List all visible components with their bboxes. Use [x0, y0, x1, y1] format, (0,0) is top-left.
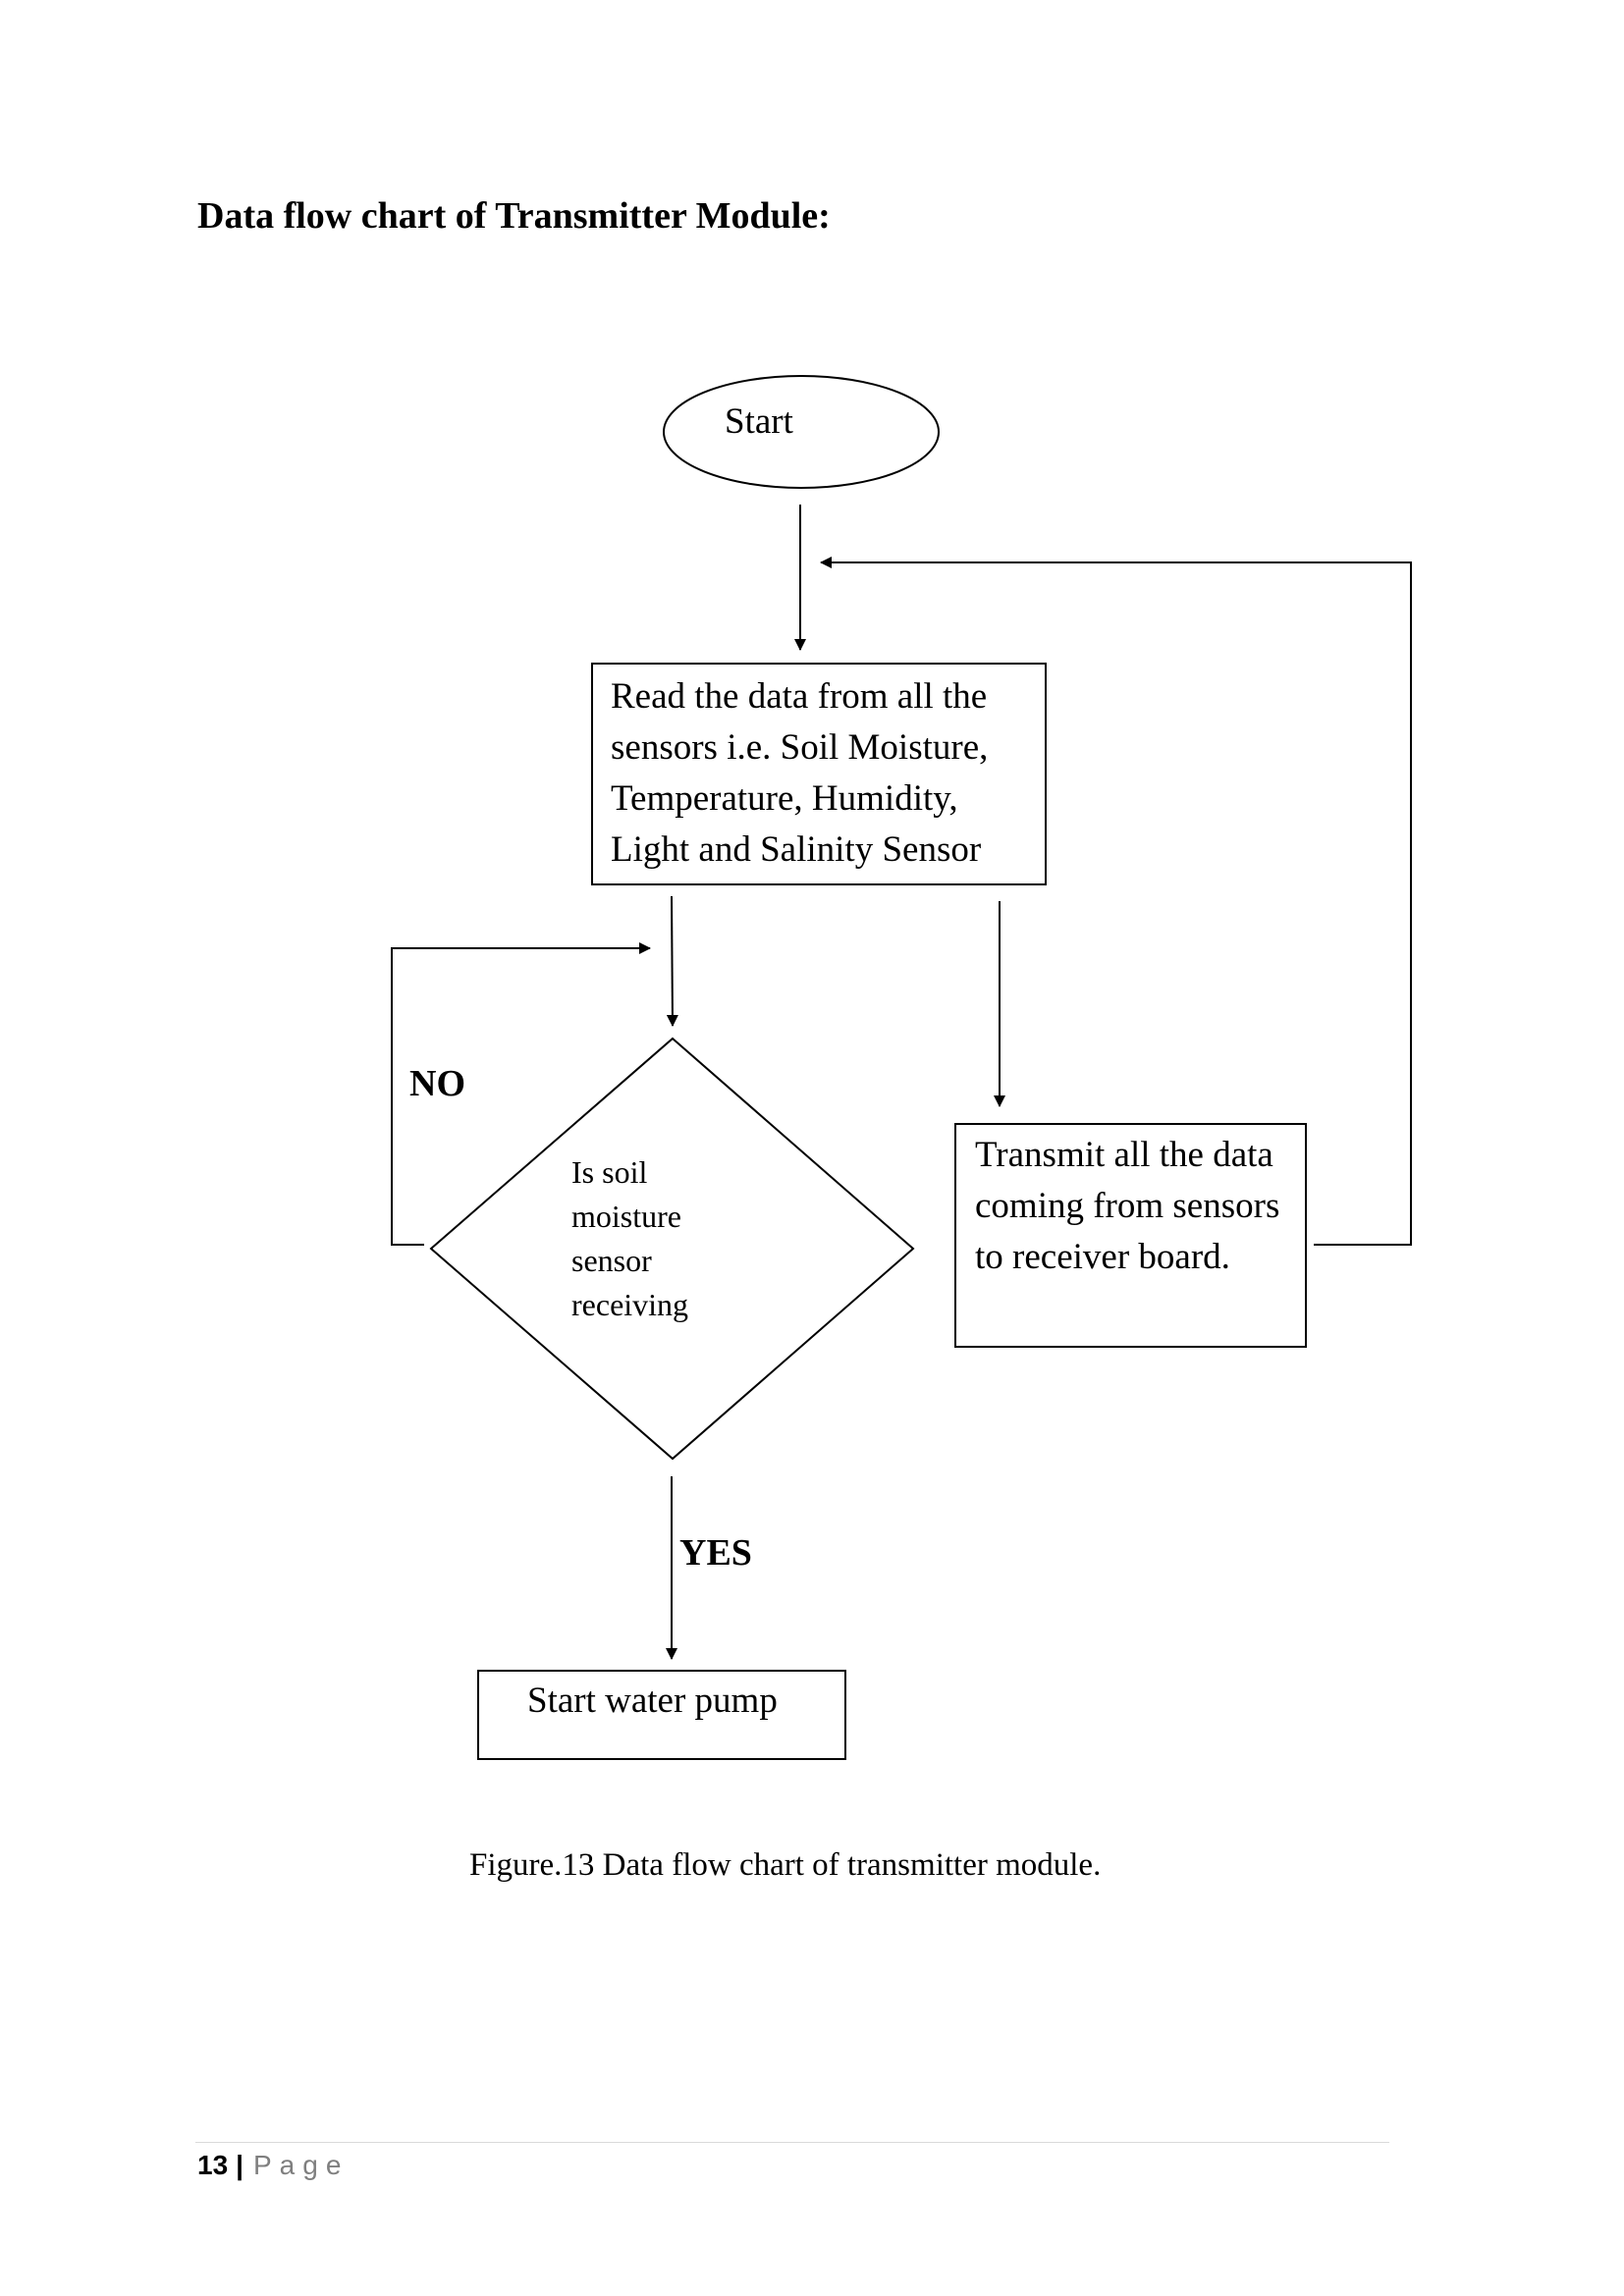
page-heading: Data flow chart of Transmitter Module:: [197, 195, 831, 237]
no-branch-label: NO: [409, 1063, 465, 1104]
decision-label: Is soil moisture sensor receiving low va…: [571, 1154, 709, 1337]
transmit-label: Transmit all the data coming from sensor…: [975, 1135, 1280, 1277]
footer-separator: |: [236, 2150, 244, 2180]
start-pump-label: Start water pump: [527, 1681, 778, 1721]
figure-caption: Figure.13 Data flow chart of transmitter…: [469, 1847, 1102, 1883]
read-sensors-process-shape: [591, 663, 1047, 885]
start-pump-process-shape: [477, 1670, 846, 1760]
page-footer: 13| Page: [197, 2150, 349, 2181]
start-terminal-shape: [663, 375, 940, 489]
yes-branch-label: YES: [679, 1532, 752, 1574]
transmit-process-shape: [954, 1123, 1307, 1348]
page-number: 13: [197, 2150, 229, 2180]
arrow-transmit-loop-back: [820, 557, 1412, 1246]
page-word: Page: [253, 2150, 350, 2180]
arrow-read-to-decision: [666, 895, 678, 1027]
arrow-no-loop-back: [391, 942, 651, 1246]
read-sensors-label: Read the data from all the sensors i.e. …: [611, 676, 989, 870]
decision-diamond-shape: [429, 1037, 915, 1461]
footer-divider: [195, 2142, 1389, 2143]
start-label: Start: [725, 401, 793, 442]
